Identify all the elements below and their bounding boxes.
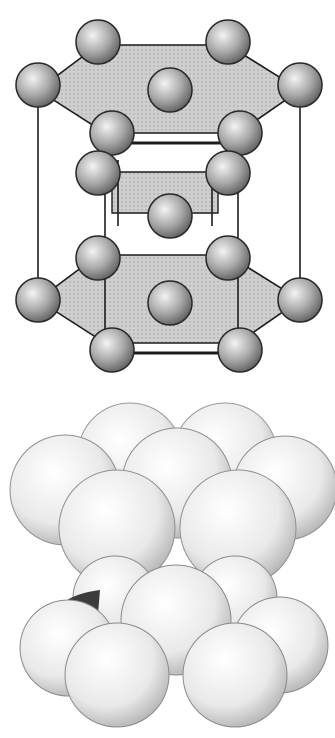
hcp-unit-cell (16, 20, 322, 372)
hcp-packing-model (10, 400, 335, 730)
